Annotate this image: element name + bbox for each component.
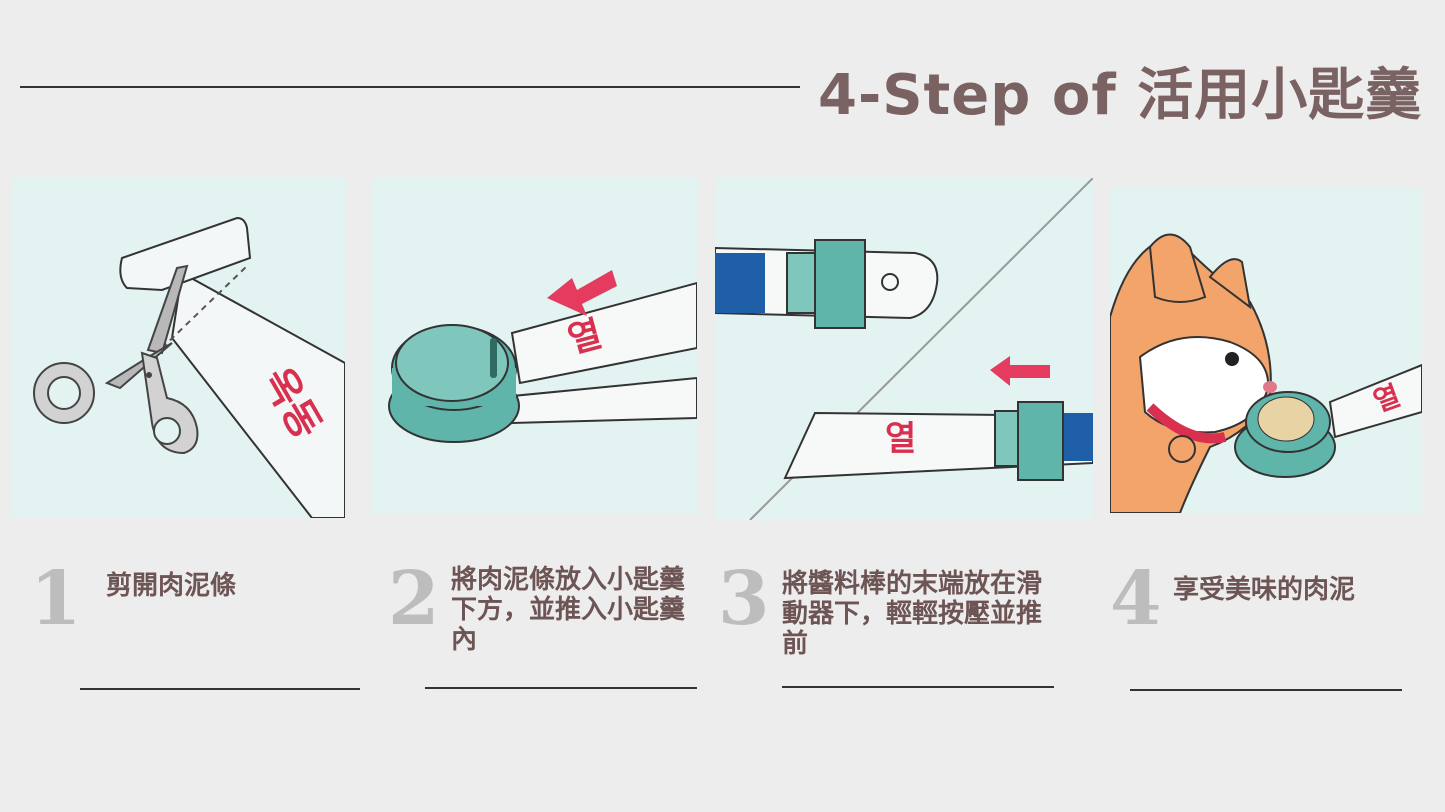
step-2-underline xyxy=(425,687,697,689)
step-2-illustration: 열 xyxy=(372,178,697,513)
scissors-icon xyxy=(33,264,199,455)
step-4-underline xyxy=(1130,689,1402,691)
step-1-number: 1 xyxy=(30,556,82,642)
step-4-number: 4 xyxy=(1110,556,1162,642)
page-title: 4-Step of 活用小匙羹 xyxy=(818,63,1423,128)
step-4-caption: 享受美味的肉泥 xyxy=(1173,575,1356,605)
step-4-illustration: 열 xyxy=(1110,187,1422,513)
arrow-left-icon xyxy=(547,270,617,316)
snack-pack: 열 xyxy=(783,401,1093,481)
step-2-number: 2 xyxy=(388,556,440,642)
step-2-caption: 將肉泥條放入小匙羹下方，並推入小匙羹內 xyxy=(451,565,686,655)
step-3-underline xyxy=(782,686,1054,688)
spoon-icon: 열 xyxy=(1234,363,1422,478)
step-1-underline xyxy=(80,688,360,690)
snack-pack: 옥동 xyxy=(119,216,345,518)
step-3-caption: 將醬料棒的末端放在滑動器下，輕輕按壓並推前 xyxy=(782,569,1043,659)
snack-pack: 열 xyxy=(510,281,697,385)
step-1-caption: 剪開肉泥條 xyxy=(106,571,237,601)
slider-icon xyxy=(715,239,939,329)
cat-icon xyxy=(1110,233,1277,513)
step-3-number: 3 xyxy=(718,556,770,642)
step-3-illustration: 열 xyxy=(715,178,1093,520)
pack-brand-text: 열 xyxy=(885,419,916,459)
arrow-left-icon xyxy=(990,356,1050,386)
step-1-illustration: 옥동 xyxy=(12,178,345,518)
spoon-icon xyxy=(388,324,697,443)
header-divider xyxy=(20,86,800,88)
